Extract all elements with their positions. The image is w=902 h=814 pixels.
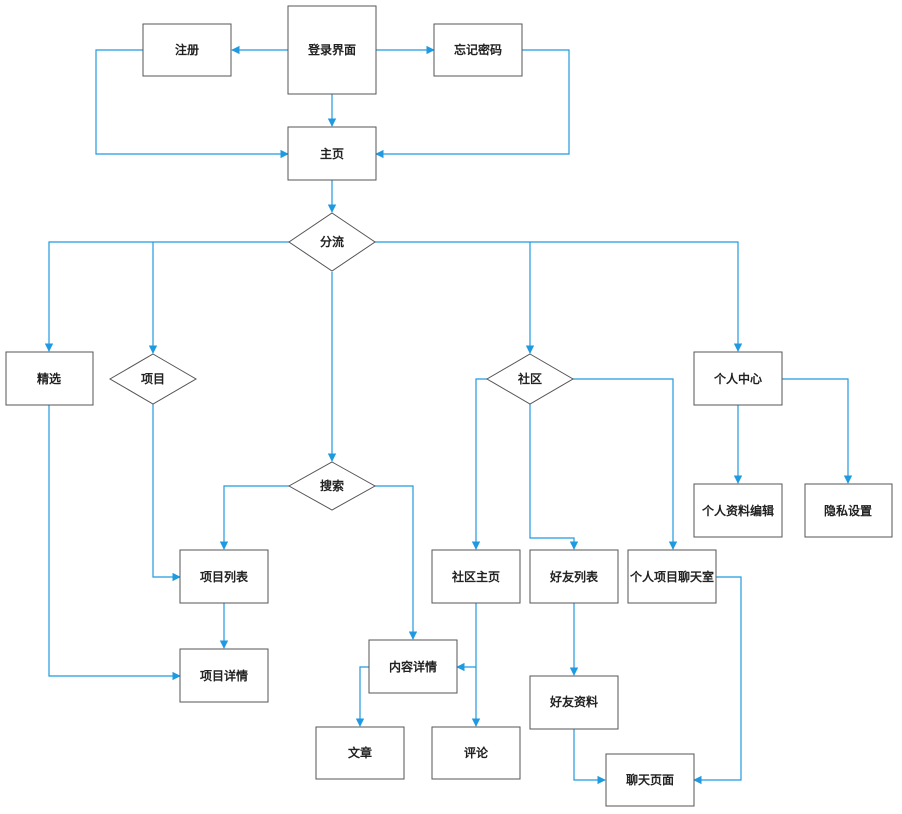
node-project-chatroom-label: 个人项目聊天室 <box>629 569 714 584</box>
node-personal-center: 个人中心 <box>693 351 783 406</box>
node-forgot-password-label: 忘记密码 <box>454 42 502 57</box>
node-register-label: 注册 <box>175 42 199 57</box>
edges <box>44 45 853 785</box>
node-friend-profile: 好友资料 <box>529 675 619 730</box>
node-search: 搜索 <box>287 461 377 511</box>
edge-community-chatroom <box>573 378 678 550</box>
node-comment-label: 评论 <box>464 745 489 760</box>
node-edit-profile-label: 个人资料编辑 <box>701 503 774 518</box>
edge-branch-featured <box>44 241 289 352</box>
edge-featured-projectdetail <box>48 405 181 681</box>
node-forgot-password: 忘记密码 <box>433 23 523 77</box>
edge-forgot-home <box>375 49 570 159</box>
edge-branch-personal <box>375 241 743 352</box>
node-chat-page: 聊天页面 <box>605 753 695 807</box>
node-personal-center-label: 个人中心 <box>713 371 762 386</box>
edge-personal-privacy <box>782 378 853 484</box>
node-article: 文章 <box>315 726 405 780</box>
node-friend-list: 好友列表 <box>529 549 619 604</box>
node-project-label: 项目 <box>141 372 165 386</box>
node-community: 社区 <box>486 353 574 405</box>
node-comment: 评论 <box>431 726 521 780</box>
node-branch: 分流 <box>288 212 376 272</box>
node-project-detail: 项目详情 <box>179 648 269 703</box>
node-chat-page-label: 聊天页面 <box>626 772 674 787</box>
node-content-detail-label: 内容详情 <box>389 659 437 674</box>
node-content-detail: 内容详情 <box>368 639 458 694</box>
node-featured: 精选 <box>5 351 94 406</box>
edge-register-home <box>95 49 289 159</box>
node-project-list-label: 项目列表 <box>200 569 249 584</box>
node-project-list: 项目列表 <box>179 549 269 604</box>
node-search-label: 搜索 <box>320 478 344 493</box>
edge-search-projectlist <box>219 485 289 550</box>
edge-project-projectlist <box>152 404 181 582</box>
edge-community-friendlist <box>529 404 579 550</box>
node-branch-label: 分流 <box>320 234 344 249</box>
node-community-home: 社区主页 <box>431 549 521 604</box>
node-project: 项目 <box>109 353 197 405</box>
node-edit-profile: 个人资料编辑 <box>693 483 783 538</box>
node-login: 登录界面 <box>287 5 377 95</box>
node-privacy-settings-label: 隐私设置 <box>824 503 872 518</box>
node-community-home-label: 社区主页 <box>451 569 500 584</box>
edge-chatroom-chatpage <box>693 576 742 785</box>
edge-communityhome-contentdetail <box>456 603 477 672</box>
edge-community-communityhome <box>471 378 487 550</box>
node-register: 注册 <box>142 23 232 77</box>
node-project-chatroom: 个人项目聊天室 <box>627 549 717 604</box>
node-article-label: 文章 <box>348 745 372 760</box>
edge-contentdetail-article <box>355 666 369 727</box>
edge-friendprofile-chatpage <box>573 729 606 785</box>
node-friend-list-label: 好友列表 <box>549 569 599 584</box>
node-privacy-settings: 隐私设置 <box>804 483 893 538</box>
node-home-label: 主页 <box>320 146 344 161</box>
node-project-detail-label: 项目详情 <box>200 668 248 683</box>
edge-search-contentdetail <box>375 485 418 640</box>
node-community-label: 社区 <box>517 371 542 386</box>
node-home: 主页 <box>287 126 377 181</box>
node-featured-label: 精选 <box>37 371 61 386</box>
node-login-label: 登录界面 <box>307 42 356 57</box>
node-friend-profile-label: 好友资料 <box>549 694 598 709</box>
